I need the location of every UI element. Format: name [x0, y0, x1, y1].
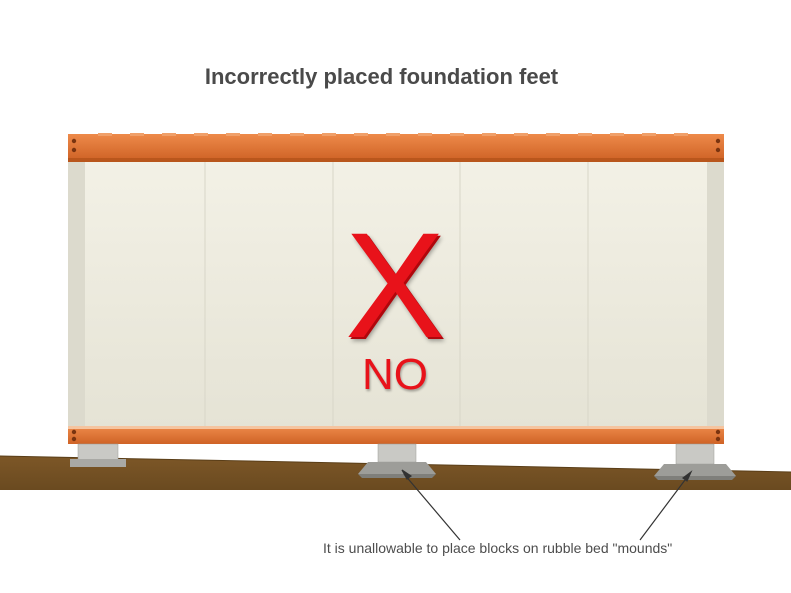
caption-text: It is unallowable to place blocks on rub… [323, 540, 673, 556]
diagram-title: Incorrectly placed foundation feet [0, 64, 791, 90]
pointer-arrows [401, 469, 693, 541]
no-label: NO [362, 350, 428, 399]
diagram-title-text: Incorrectly placed foundation feet [204, 64, 559, 89]
foundation-block-left [70, 443, 126, 467]
roof-corrugation [98, 133, 688, 136]
foundation-block-middle [358, 443, 436, 478]
x-mark-icon: X [344, 201, 446, 369]
left-post [68, 158, 85, 428]
container [68, 133, 724, 444]
top-frame [68, 134, 724, 160]
bottom-frame [68, 426, 724, 444]
right-post [707, 158, 724, 428]
container-panel [72, 158, 720, 428]
foundation-block-right [654, 443, 736, 480]
